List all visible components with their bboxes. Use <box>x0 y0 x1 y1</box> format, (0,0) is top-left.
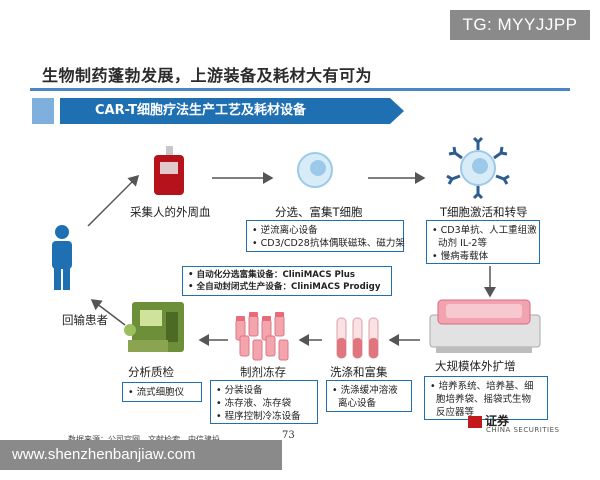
automated-equipment-box: • 自动化分选富集设备：CliniMACS Plus • 全自动封闭式生产设备：… <box>182 266 392 296</box>
auto-item: • 全自动封闭式生产设备：CliniMACS Prodigy <box>188 281 381 292</box>
step-return-label: 回输患者 <box>62 313 108 327</box>
bioreactor-icon <box>429 299 541 353</box>
china-securities-logo: 证券 <box>468 412 509 429</box>
activate-item: • CD3单抗、人工重组激 <box>432 225 537 236</box>
freeze-equipment-box: • 分装设备 • 冻存液、冻存袋 • 程序控制冷冻设备 <box>210 380 318 424</box>
patient-person-icon <box>52 225 72 290</box>
watermark-url: www.shenzhenbanjiaw.com <box>0 440 282 470</box>
expand-item: • 培养系统、培养基、细 <box>430 381 534 392</box>
page-title: 生物制药蓬勃发展，上游装备及耗材大有可为 <box>42 66 373 85</box>
page-number: 73 <box>282 430 295 441</box>
auto-item: • 自动化分选富集设备：CliniMACS Plus <box>188 270 356 280</box>
t-cell-icon <box>297 152 333 188</box>
banner-title: CAR-T细胞疗法生产工艺及耗材设备 <box>95 103 306 118</box>
qc-equipment-box: • 流式细胞仪 <box>122 382 202 402</box>
activate-item: 动剂 IL-2等 <box>438 238 487 249</box>
wash-item: 离心设备 <box>338 398 377 409</box>
step-freeze-label: 制剂冻存 <box>240 365 286 379</box>
expand-item: 胞培养袋、摇袋式生物 <box>436 394 532 405</box>
banner-arrow-tip <box>390 98 404 124</box>
step-sort-label: 分选、富集T细胞 <box>275 205 363 219</box>
logo-subtitle: CHINA SECURITIES <box>486 426 560 434</box>
expand-equipment-box: • 培养系统、培养基、细 胞培养袋、摇袋式生物 反应器等 <box>424 376 548 420</box>
test-tubes-icon <box>336 317 379 359</box>
flow-cytometer-icon <box>124 302 184 352</box>
tg-badge: TG: MYYJJPP <box>450 10 590 40</box>
wash-item: • 洗涤缓冲溶液 <box>332 385 398 396</box>
sort-item: • 逆流离心设备 <box>252 225 318 236</box>
step-qc-label: 分析质检 <box>128 365 174 379</box>
data-source: 数据来源：公司官网，文献检索，中信建投 <box>68 434 220 445</box>
activated-t-cell-icon <box>446 136 510 200</box>
sort-item: • CD3/CD28抗体偶联磁珠、磁力架 <box>252 238 405 249</box>
qc-item: • 流式细胞仪 <box>128 387 185 398</box>
step-collect-label: 采集人的外周血 <box>130 205 211 219</box>
freeze-item: • 分装设备 <box>216 385 263 396</box>
blood-bag-icon <box>154 146 184 195</box>
wash-equipment-box: • 洗涤缓冲溶液 离心设备 <box>326 380 412 412</box>
step-activate-label: T细胞激活和转导 <box>440 205 528 219</box>
activate-item: • 慢病毒载体 <box>432 251 489 262</box>
expand-item: 反应器等 <box>436 407 475 418</box>
sort-equipment-box: • 逆流离心设备 • CD3/CD28抗体偶联磁珠、磁力架 <box>246 220 405 252</box>
banner-accent <box>32 98 54 124</box>
title-divider <box>30 88 570 91</box>
activate-equipment-box: • CD3单抗、人工重组激 动剂 IL-2等 • 慢病毒载体 <box>426 220 540 264</box>
step-expand-label: 大规模体外扩增 <box>435 359 516 373</box>
freezing-vials-icon <box>235 312 289 361</box>
logo-mark-icon <box>468 415 482 428</box>
step-wash-label: 洗涤和富集 <box>330 365 388 379</box>
freeze-item: • 程序控制冷冻设备 <box>216 411 301 422</box>
section-banner <box>60 98 390 124</box>
freeze-item: • 冻存液、冻存袋 <box>216 398 292 409</box>
